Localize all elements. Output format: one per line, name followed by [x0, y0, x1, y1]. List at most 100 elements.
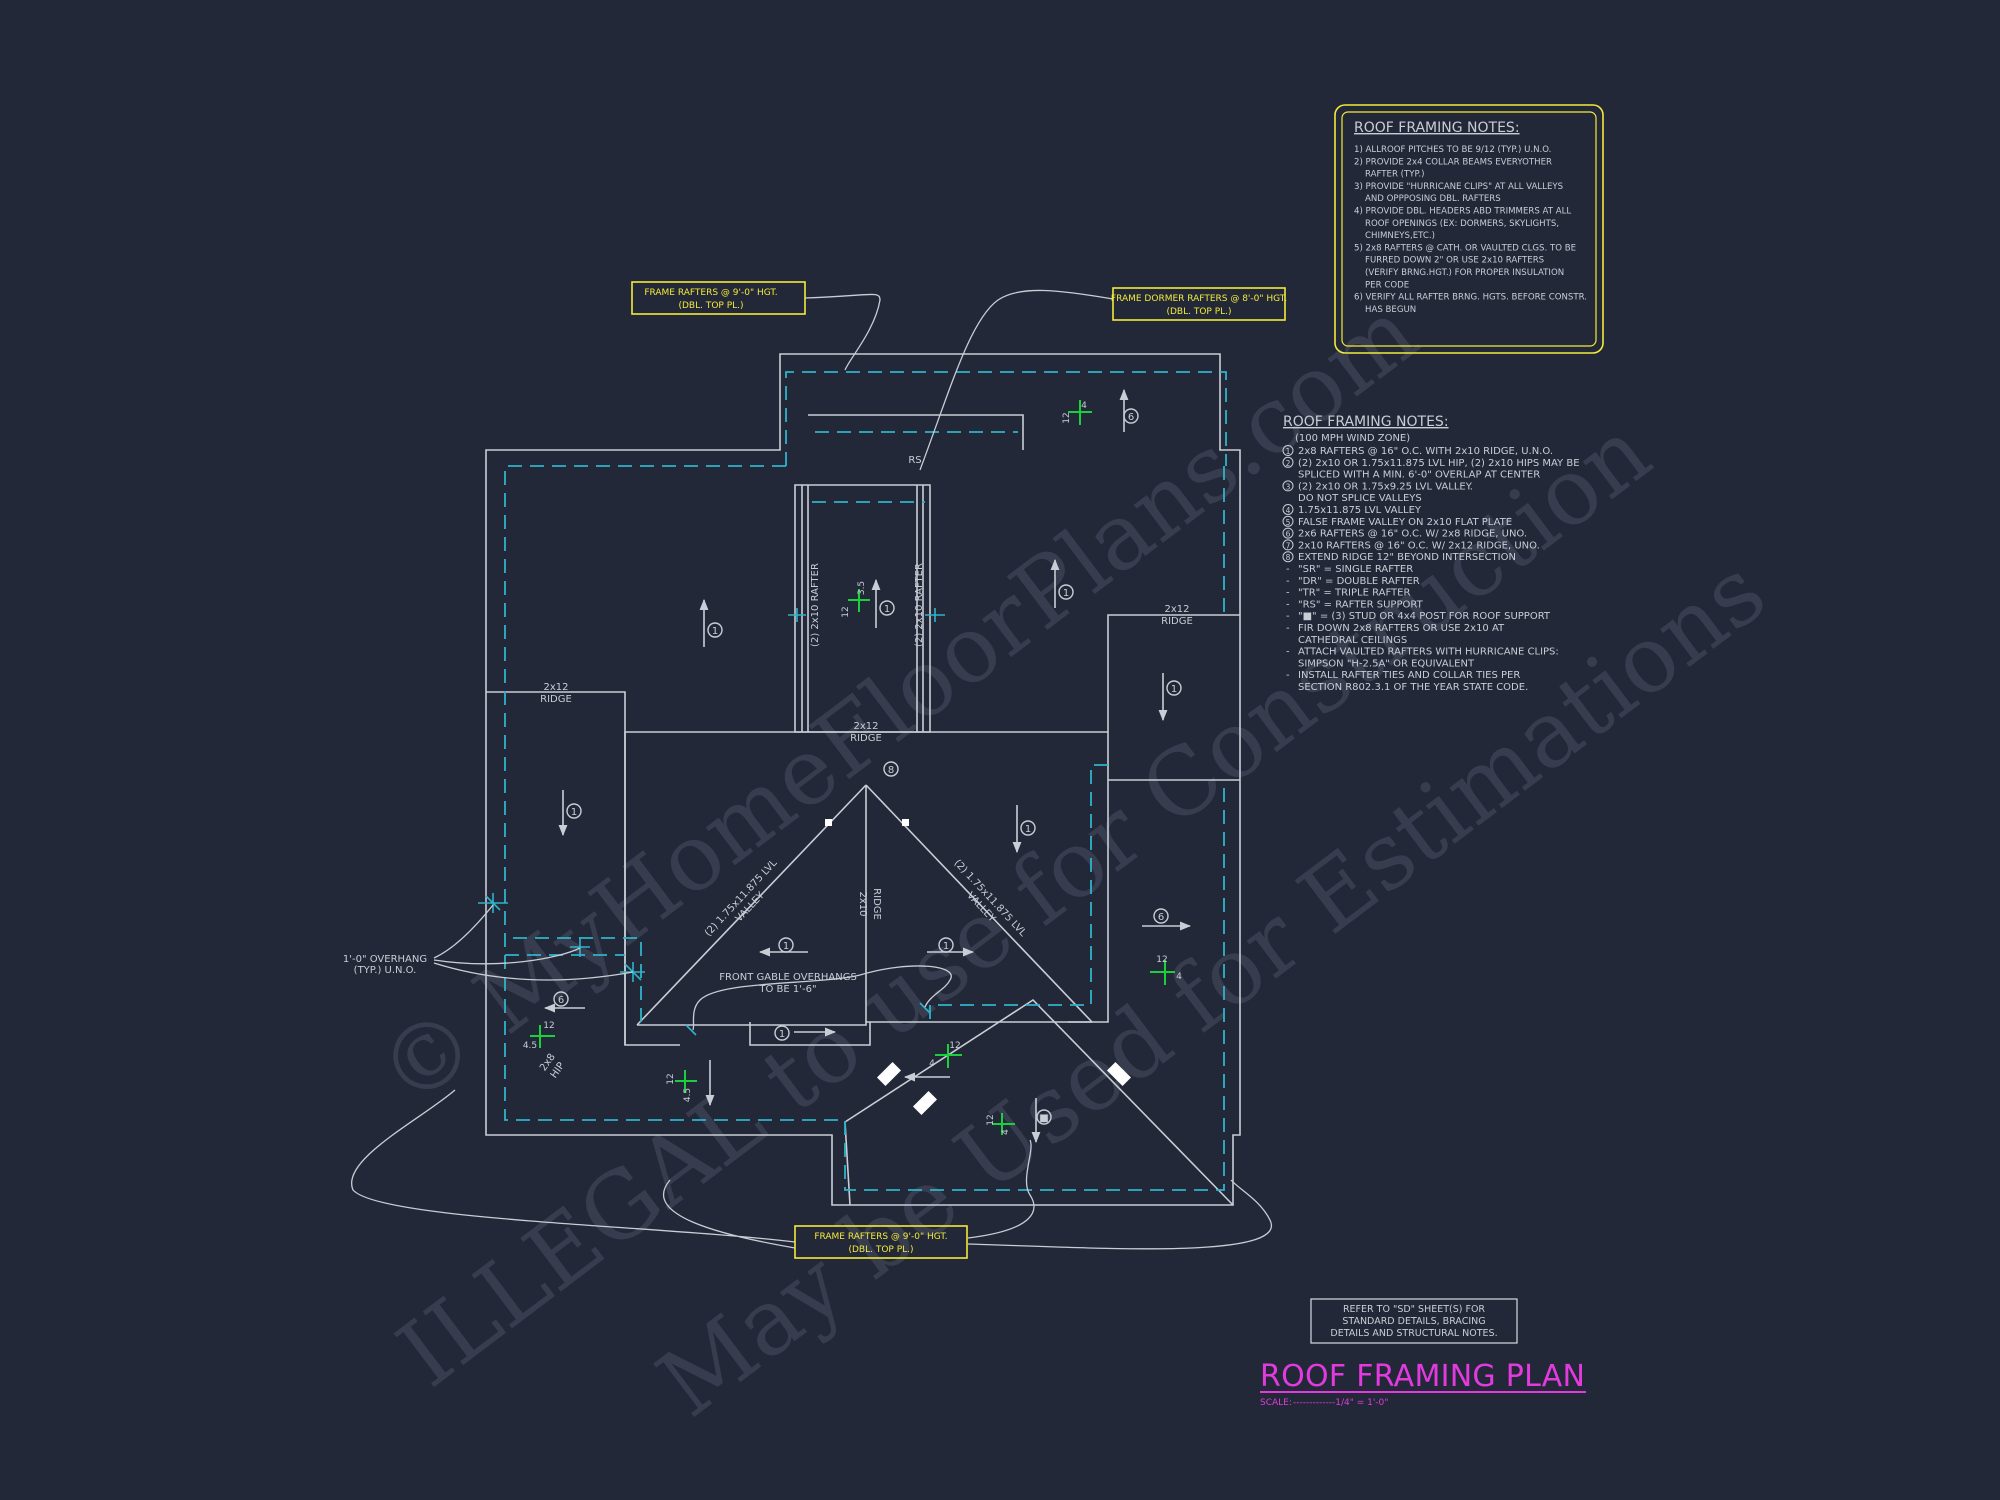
mark-circle: [1153, 908, 1169, 924]
front-left-wall: [505, 937, 642, 1022]
post-marker: [902, 819, 909, 826]
notes-list-mark-circle: [1282, 480, 1294, 492]
mark-number: 8: [888, 765, 894, 776]
notes-list-subtitle: (100 MPH WIND ZONE): [1295, 433, 1410, 444]
pitch-rise: 12: [949, 1041, 960, 1051]
notes-list-item: EXTEND RIDGE 12" BEYOND INTERSECTION: [1298, 552, 1516, 563]
ridge-size-label: 2x10: [857, 891, 868, 916]
pitch-symbol-right: [1150, 960, 1175, 985]
post-markers: [825, 819, 1132, 1116]
callout-text: (DBL. TOP PL.): [678, 301, 743, 311]
pitch-symbol-top: [1068, 400, 1092, 425]
pitch-run: 4.5: [683, 1088, 693, 1102]
notes-list-mark: 3: [1286, 482, 1291, 491]
notes-list-mark: 2: [1286, 459, 1291, 468]
notes-list-item: "RS" = RAFTER SUPPORT: [1298, 599, 1424, 610]
mark-number: 6: [558, 995, 564, 1006]
leader-lines: [350, 289, 1273, 1250]
leader-bottom: [350, 1089, 1273, 1250]
notes-list-item: 2x8 RAFTERS @ 16" O.C. WITH 2x10 RIDGE, …: [1298, 446, 1553, 457]
notes-list-bullet: -: [1286, 647, 1290, 658]
notes-list-bullet: -: [1286, 670, 1290, 681]
mark-number: 6: [1128, 412, 1134, 423]
notes-list-item: 2x6 RAFTERS @ 16" O.C. W/ 2x8 RIDGE, UNO…: [1298, 529, 1527, 540]
notes-list-item: "■" = (3) STUD OR 4x4 POST FOR ROOF SUPP…: [1298, 611, 1551, 622]
pitch-symbol-left: [530, 1025, 555, 1048]
refer-box-frame: [1310, 1298, 1518, 1344]
refer-text: DETAILS AND STRUCTURAL NOTES.: [1330, 1328, 1497, 1339]
callout-box: [631, 281, 806, 315]
notes-list-item: 2x10 RAFTERS @ 16" O.C. W/ 2x12 RIDGE, U…: [1298, 540, 1540, 551]
ridge-label: RIDGE: [871, 888, 882, 920]
mark-numbers: 1 1 1 6 1 1 1 8 1 1 6 6 1 ■: [558, 412, 1177, 1124]
pitch-rise: 12: [543, 1021, 554, 1031]
mark-circle: [774, 1025, 790, 1041]
clip-marker: [478, 893, 508, 913]
pitch-symbol-left-2: [675, 1070, 697, 1093]
mark-number: 1: [783, 941, 789, 952]
notes-list-item: DO NOT SPLICE VALLEYS: [1298, 493, 1422, 504]
notes-list-mark-circle: [1282, 456, 1294, 468]
refer-text: STANDARD DETAILS, BRACING: [1342, 1316, 1485, 1327]
callout-bottom: FRAME RAFTERS @ 9'-0" HGT. (DBL. TOP PL.…: [794, 1225, 968, 1259]
notes-list-item: 1.75x11.875 LVL VALLEY: [1298, 505, 1422, 516]
leader-top-right: [919, 289, 1114, 471]
notes-list-mark: 7: [1286, 541, 1291, 550]
pitch-numbers: 12 4 12 3.5 12 4 12 4.5 12 4.5 12 4 12 4: [523, 401, 1182, 1135]
pitch-run: 4: [1001, 1129, 1011, 1135]
notes-box-item: 3) PROVIDE "HURRICANE CLIPS" AT ALL VALL…: [1354, 182, 1563, 192]
notes-list-item: FIR DOWN 2x8 RAFTERS OR USE 2x10 AT: [1298, 623, 1505, 634]
pitch-run: 4: [929, 1059, 935, 1069]
ridge-size-label: 2x12: [1164, 604, 1189, 615]
watermark: © MyHomeFloorPlans.com ILLEGAL to use fo…: [359, 279, 1785, 1438]
wall-lines-dashed: [504, 371, 1227, 1191]
notes-list-mark-circle: [1282, 551, 1294, 563]
notes-list-item: (2) 2x10 OR 1.75x9.25 LVL VALLEY.: [1298, 481, 1473, 492]
clip-marker: [685, 1002, 931, 1036]
notes-list-bullet: -: [1286, 576, 1290, 587]
ridge-size-label: 2x12: [853, 721, 878, 732]
notes-box-item: FURRED DOWN 2" OR USE 2x10 RAFTERS: [1365, 256, 1544, 266]
notes-box-item: PER CODE: [1365, 280, 1409, 290]
scale-value: -------------1/4" = 1'-0": [1293, 1398, 1388, 1408]
mark-circle: [1058, 584, 1074, 600]
notes-list-bullet: -: [1286, 623, 1290, 634]
notes-list-item: (2) 2x10 OR 1.75x11.875 LVL HIP, (2) 2x1…: [1298, 458, 1580, 469]
notes-box-item: HAS BEGUN: [1365, 305, 1416, 315]
notes-box-item: 6) VERIFY ALL RAFTER BRNG. HGTS. BEFORE …: [1354, 293, 1587, 303]
mark-number: 1: [943, 941, 949, 952]
clip-marker: [570, 937, 590, 957]
leader-overhang: [433, 904, 634, 981]
post-marker: [825, 819, 832, 826]
notes-box-item: 2) PROVIDE 2x4 COLLAR BEAMS EVERYOTHER: [1354, 157, 1552, 167]
mark-number: 1: [1063, 588, 1069, 599]
callout-text: (DBL. TOP PL.): [1166, 307, 1231, 317]
notes-box-title: ROOF FRAMING NOTES:: [1354, 120, 1520, 136]
notes-list-item: "SR" = SINGLE RAFTER: [1298, 564, 1413, 575]
notes-list-mark: 4: [1286, 506, 1291, 515]
ridge-label: RIDGE: [850, 733, 882, 744]
notes-box: ROOF FRAMING NOTES: 1) ALLROOF PITCHES T…: [1334, 104, 1604, 354]
front-gable-label: FRONT GABLE OVERHANGS: [719, 972, 857, 983]
notes-list-mark: 1: [1286, 447, 1291, 456]
pitch-rise: 12: [666, 1073, 676, 1084]
notes-list-item: FALSE FRAME VALLEY ON 2x10 FLAT PLATE: [1298, 517, 1512, 528]
notes-box-item: AND OPPPOSING DBL. RAFTERS: [1365, 194, 1501, 204]
notes-list-item: CATHEDRAL CEILINGS: [1298, 635, 1407, 646]
main-wall: [504, 465, 1225, 1191]
mark-circle: [1166, 680, 1182, 696]
ridge-label: RIDGE: [1161, 616, 1193, 627]
callout-text: FRAME RAFTERS @ 9'-0" HGT.: [644, 288, 777, 298]
mark-circle: [879, 600, 895, 616]
notes-box-outer: [1334, 104, 1604, 354]
mark-circle: [883, 761, 899, 777]
notes-list-item: SPLICED WITH A MIN. 6'-0" OVERLAP AT CEN…: [1298, 470, 1540, 481]
pitch-run: 3.5: [857, 581, 867, 595]
notes-list-title: ROOF FRAMING NOTES:: [1283, 414, 1449, 430]
pitch-symbols: [530, 400, 1175, 1135]
pitch-symbol-bottom: [992, 1113, 1015, 1135]
callout-text: FRAME DORMER RAFTERS @ 8'-0" HGT.: [1111, 294, 1287, 304]
pitch-rise: 12: [1156, 955, 1167, 965]
mark-circle: [778, 937, 794, 953]
